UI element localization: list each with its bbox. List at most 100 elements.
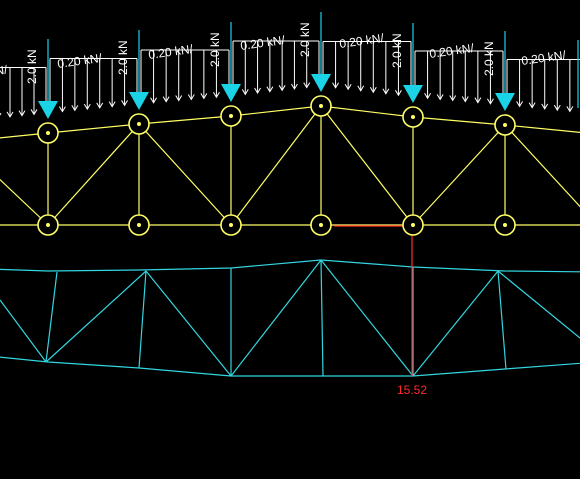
- node-center-dot: [229, 223, 233, 227]
- arrow-down-icon: [175, 95, 183, 102]
- arrow-down-icon: [553, 104, 561, 112]
- dist-load-label: kN/: [0, 63, 9, 79]
- arrow-down-icon: [162, 96, 170, 103]
- arrow-down-icon: [303, 82, 311, 89]
- dist-load-label: 0.20 kN/: [56, 51, 103, 71]
- arrow-down-icon: [6, 111, 14, 118]
- truss-members: [0, 105, 580, 226]
- arrow-down-icon: [394, 90, 402, 97]
- point-load-label: 2.0 kN: [298, 22, 312, 57]
- node-center-dot: [319, 223, 323, 227]
- arrow-down-icon: [0, 112, 2, 116]
- node-center-dot: [503, 223, 507, 227]
- arrow-down-icon: [241, 89, 249, 96]
- diagonal-member: [138, 123, 232, 226]
- node-center-dot: [411, 115, 415, 119]
- arrow-down-icon: [474, 97, 482, 104]
- deformed-member: [497, 270, 507, 370]
- arrow-down-icon: [516, 101, 524, 108]
- deformed-member: [138, 270, 147, 369]
- deformed-shape: [0, 259, 580, 377]
- arrow-down-icon: [332, 82, 340, 89]
- result-value-label: 15.52: [397, 383, 427, 397]
- diagonal-member: [504, 124, 580, 208]
- dist-load-label: 0.20 kN/: [428, 41, 475, 61]
- deformed-member: [145, 270, 232, 377]
- arrow-down-icon: [369, 86, 377, 94]
- dist-load-label: 0.20 kN/: [239, 33, 286, 53]
- arrow-down-icon: [357, 85, 365, 92]
- arrow-down-icon: [58, 106, 66, 113]
- arrow-down-icon: [528, 102, 536, 109]
- deformed-member: [45, 271, 58, 363]
- arrow-down-icon: [121, 100, 129, 107]
- arrow-down-icon: [30, 109, 38, 116]
- deformed-member: [412, 270, 499, 377]
- arrow-down-icon: [290, 83, 298, 90]
- arrow-down-icon: [266, 86, 274, 93]
- point-load-label: 2.0 kN: [116, 40, 130, 75]
- arrow-down-icon: [486, 98, 494, 105]
- deformed-member: [320, 259, 414, 377]
- arrow-down-icon: [129, 92, 149, 110]
- diagonal-member: [320, 105, 414, 226]
- arrow-down-icon: [221, 84, 241, 102]
- deformed-member: [45, 270, 147, 363]
- node-center-dot: [503, 123, 507, 127]
- diagonal-member: [230, 105, 322, 226]
- arrow-down-icon: [187, 94, 195, 101]
- arrow-down-icon: [108, 101, 116, 108]
- arrow-down-icon: [278, 85, 286, 92]
- node-center-dot: [229, 114, 233, 118]
- point-load-label: 2.0 kN: [25, 49, 39, 84]
- arrow-down-icon: [566, 106, 574, 113]
- dist-load-label: 0.20 kN/: [147, 42, 194, 62]
- node-center-dot: [411, 223, 415, 227]
- arrow-down-icon: [436, 94, 444, 101]
- truss-nodes: [37, 95, 516, 236]
- distributed-loads: kN/0.20 kN/0.20 kN/0.20 kN/0.20 kN/0.20 …: [0, 31, 580, 118]
- arrow-down-icon: [403, 85, 423, 103]
- point-load-label: 2.0 kN: [390, 33, 404, 68]
- arrow-down-icon: [541, 103, 549, 110]
- point-loads: 2.0 kN 2.0 kN 2.0 kN 2.0 kN 2.0 kN 2.0 kN: [25, 12, 579, 119]
- node-center-dot: [319, 104, 323, 108]
- arrow-down-icon: [212, 92, 220, 99]
- node-center-dot: [137, 223, 141, 227]
- diagonal-member: [412, 124, 506, 226]
- arrow-down-icon: [18, 110, 26, 117]
- arrow-down-icon: [150, 97, 158, 104]
- arrow-down-icon: [83, 103, 91, 111]
- arrow-down-icon: [200, 93, 208, 100]
- arrow-down-icon: [311, 74, 331, 92]
- arrow-down-icon: [382, 88, 390, 95]
- arrow-down-icon: [449, 95, 457, 102]
- result-marker-line: [334, 225, 413, 376]
- arrow-down-icon: [461, 96, 469, 103]
- node-center-dot: [46, 223, 50, 227]
- arrow-down-icon: [71, 105, 79, 112]
- deformed-member: [0, 299, 47, 363]
- deformed-bottom-chord: [0, 356, 580, 377]
- dist-load-label: 0.20 kN/: [338, 31, 385, 51]
- arrow-down-icon: [344, 83, 352, 91]
- diagonal-member: [47, 123, 140, 226]
- deformed-member: [497, 270, 580, 339]
- deformed-member: [230, 259, 322, 377]
- arrow-down-icon: [495, 93, 515, 111]
- arrow-down-icon: [38, 101, 58, 119]
- point-load-label: 2.0 kN: [208, 32, 222, 67]
- deformed-top-chord: [0, 259, 580, 273]
- arrow-down-icon: [96, 102, 104, 109]
- node-center-dot: [137, 122, 141, 126]
- diagonal-member: [0, 178, 49, 226]
- point-load-label: 2.0 kN: [482, 41, 496, 76]
- arrow-down-icon: [254, 87, 262, 95]
- arrow-down-icon: [424, 93, 432, 100]
- top-chord: [0, 105, 580, 139]
- dist-load-label: 0.20 kN/: [520, 48, 567, 68]
- deformed-member: [320, 259, 324, 377]
- node-center-dot: [46, 131, 50, 135]
